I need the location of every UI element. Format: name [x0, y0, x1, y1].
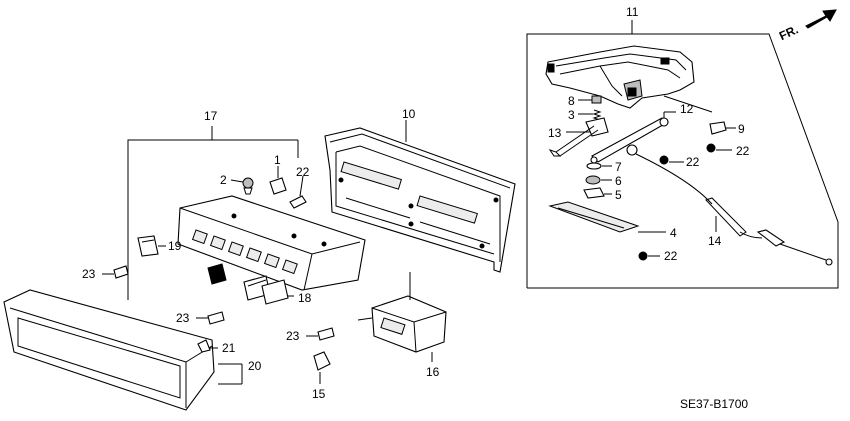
callout-23-c: 23 [286, 329, 300, 343]
part-23-screw-a [102, 265, 129, 279]
callout-22-c: 22 [686, 155, 700, 169]
part-4-slide-plate [548, 201, 666, 233]
part-11-lever-housing [545, 45, 713, 113]
part-6-nut [585, 175, 612, 185]
part-1-bulb [269, 166, 287, 195]
part-22-screw-a [706, 143, 732, 153]
callout-2: 2 [220, 173, 227, 187]
callout-6: 6 [615, 174, 622, 188]
callout-20: 20 [248, 359, 262, 373]
part-23-screw-b [196, 311, 225, 325]
part-22-screw-c [638, 251, 660, 261]
part-22-screw-d [289, 175, 307, 209]
callout-5: 5 [615, 188, 622, 202]
callout-19: 19 [168, 239, 182, 253]
callout-7: 7 [615, 160, 622, 174]
callout-15: 15 [312, 387, 326, 401]
callout-4: 4 [670, 226, 677, 240]
part-20-bezel [3, 289, 243, 411]
callout-16: 16 [426, 365, 440, 379]
front-arrow-icon [805, 9, 837, 29]
part-5-holder [583, 187, 612, 199]
part-16-control-unit [357, 272, 447, 362]
callout-23-a: 23 [82, 267, 96, 281]
part-22-screw-b [659, 155, 684, 165]
front-direction-indicator: FR. [777, 9, 837, 43]
callout-22-b: 22 [736, 144, 750, 158]
callout-11: 11 [626, 5, 639, 19]
part-15-clip [313, 351, 331, 384]
part-10-control-frame [324, 120, 516, 273]
part-23-screw-c [306, 327, 335, 341]
part-7-washer [586, 162, 612, 170]
callout-22-d: 22 [664, 249, 678, 263]
callout-12: 12 [680, 102, 694, 116]
part-3-spring [578, 109, 602, 121]
part-9-clip [709, 121, 736, 135]
part-2-socket [230, 177, 254, 195]
assembly-17-bracket [127, 126, 299, 300]
front-direction-label: FR. [777, 22, 800, 43]
callout-10: 10 [402, 107, 416, 121]
part-17-switch-panel [177, 195, 366, 291]
part-21-clip [197, 339, 218, 353]
part-18-knobs [207, 263, 294, 305]
part-8-cap [578, 95, 602, 104]
callout-21: 21 [222, 341, 236, 355]
callout-17: 17 [204, 109, 218, 123]
callout-14: 14 [708, 234, 722, 248]
part-14-cable [626, 144, 833, 266]
callout-3: 3 [568, 108, 575, 122]
callout-1: 1 [274, 153, 281, 167]
callout-13: 13 [548, 126, 562, 140]
callout-18: 18 [298, 291, 312, 305]
callout-8: 8 [568, 94, 575, 108]
part-19-knob [137, 235, 166, 257]
callout-22-a: 22 [296, 165, 310, 179]
callout-23-b: 23 [176, 311, 190, 325]
part-13-lever [548, 117, 609, 157]
callout-9: 9 [738, 122, 745, 136]
callout-labels: 1 2 3 4 5 6 7 8 9 10 11 12 13 14 15 16 1… [82, 5, 750, 401]
assembly-11-bracket [526, 20, 839, 289]
part-12-link-lever [590, 111, 676, 164]
diagram-code: SE37-B1700 [680, 397, 748, 411]
